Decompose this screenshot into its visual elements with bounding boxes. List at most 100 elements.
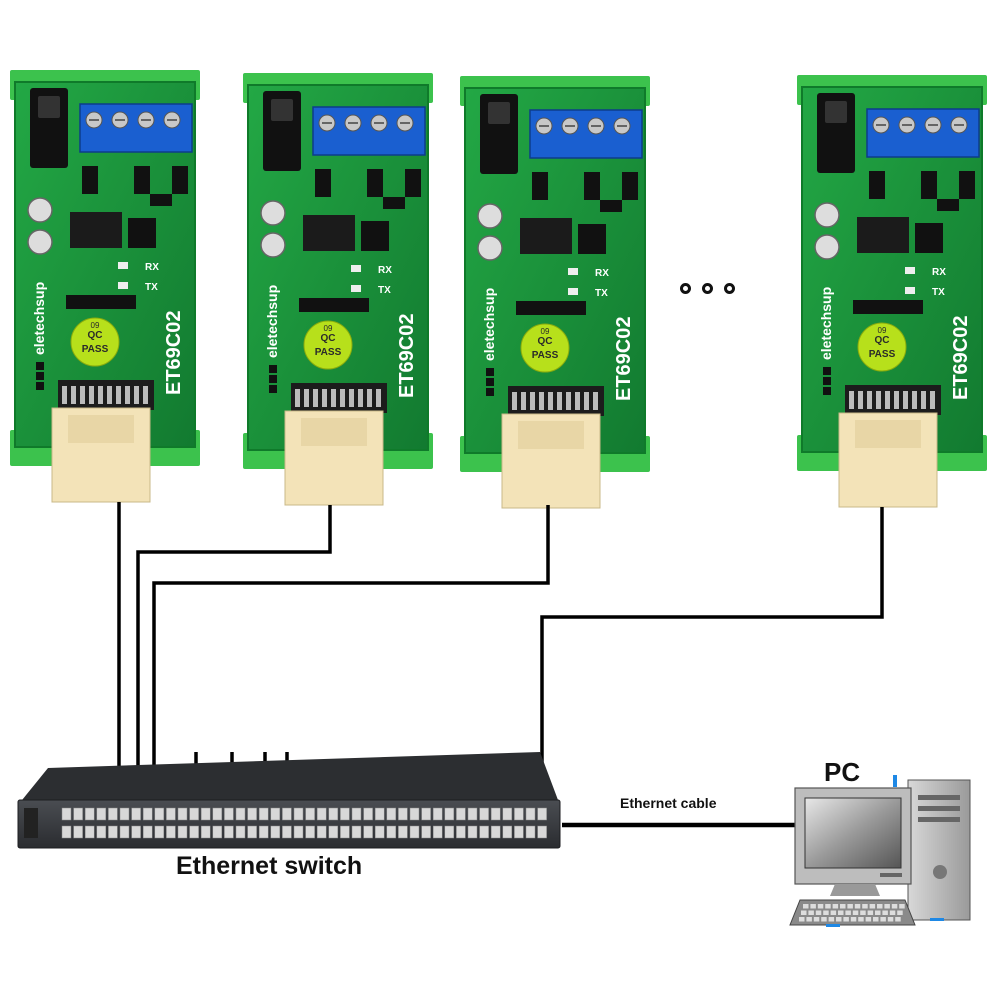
switch-port [340, 807, 350, 821]
switch-port [444, 825, 455, 839]
switch-port [409, 807, 420, 821]
pc-tower [907, 779, 971, 921]
qc-pass-text: PASS [532, 350, 559, 361]
switch-port [514, 807, 524, 821]
tx-label: TX [595, 288, 608, 299]
model-label: ET69C02 [950, 316, 972, 401]
ic-chip [915, 223, 943, 253]
switch-port [351, 807, 362, 821]
switch-port [96, 807, 107, 821]
switch-port [224, 807, 234, 821]
tx-label: TX [145, 282, 158, 293]
switch-port [525, 825, 536, 839]
switch-port [444, 807, 455, 821]
switch-port [293, 807, 304, 821]
switch-port [166, 825, 176, 839]
ethernet-switch [17, 752, 561, 849]
switch-port [119, 807, 130, 821]
capacitor [814, 234, 840, 260]
switch-port [212, 825, 223, 839]
voltage-regulator [303, 215, 355, 251]
cable-module-4 [540, 507, 884, 810]
switch-port [467, 807, 478, 821]
rx-label: RX [145, 262, 159, 273]
switch-port [212, 807, 223, 821]
switch-port [305, 807, 315, 821]
switch-port [409, 825, 420, 839]
cable-module-2 [136, 505, 332, 810]
ic-chip [128, 218, 156, 248]
model-label: ET69C02 [613, 317, 635, 402]
qc-pass-sticker [857, 322, 907, 372]
capacitor [477, 235, 503, 261]
qc-pass-sticker [70, 317, 120, 367]
switch-port [537, 825, 547, 839]
switch-port [84, 825, 95, 839]
cable-module-3 [152, 505, 550, 810]
ellipsis-dot [724, 283, 735, 294]
switch-port [96, 825, 107, 839]
qc-number: 09 [91, 321, 100, 330]
switch-port [421, 825, 431, 839]
qc-number: 09 [541, 327, 550, 336]
ic-chip [516, 301, 586, 315]
switch-port [432, 825, 443, 839]
switch-port [479, 807, 489, 821]
switch-port [270, 825, 281, 839]
ic-chip [299, 298, 369, 312]
qc-text: QC [88, 330, 103, 341]
qc-pass-sticker [303, 320, 353, 370]
rx-label: RX [378, 265, 392, 276]
switch-port [432, 807, 443, 821]
switch-port [421, 807, 431, 821]
pc-label: PC [824, 757, 861, 787]
switch-port [270, 807, 281, 821]
switch-port [224, 825, 234, 839]
switch-port [61, 825, 72, 839]
rx-label: RX [932, 267, 946, 278]
ic-chip [853, 300, 923, 314]
switch-port [142, 825, 153, 839]
switch-port [351, 825, 362, 839]
qc-pass-text: PASS [869, 349, 896, 360]
qc-pass-sticker [520, 323, 570, 373]
brand-label: eletechsup [818, 287, 834, 360]
qc-text: QC [875, 335, 890, 346]
switch-port [258, 807, 269, 821]
ic-chip [66, 295, 136, 309]
model-label: ET69C02 [396, 314, 418, 399]
switch-port [73, 807, 83, 821]
switch-port [189, 807, 199, 821]
switch-port [363, 825, 373, 839]
switch-port [456, 807, 466, 821]
switch-port [386, 825, 397, 839]
switch-port [200, 807, 211, 821]
pc-computer [789, 775, 971, 927]
switch-port [131, 825, 141, 839]
switch-port [61, 807, 72, 821]
switch-port [537, 807, 547, 821]
switch-port [177, 807, 188, 821]
switch-port [316, 807, 327, 821]
switch-port [374, 807, 385, 821]
tx-label: TX [932, 287, 945, 298]
switch-port [479, 825, 489, 839]
qc-number: 09 [878, 326, 887, 335]
switch-port [189, 825, 199, 839]
switch-port [293, 825, 304, 839]
switch-port [166, 807, 176, 821]
capacitor [27, 229, 53, 255]
switch-port [328, 807, 339, 821]
switch-port [386, 807, 397, 821]
switch-port [316, 825, 327, 839]
voltage-regulator [857, 217, 909, 253]
switch-port [502, 825, 513, 839]
switch-port [142, 807, 153, 821]
ethernet-cables [117, 502, 884, 828]
switch-port [490, 807, 501, 821]
qc-text: QC [321, 333, 336, 344]
switch-port [154, 807, 165, 821]
